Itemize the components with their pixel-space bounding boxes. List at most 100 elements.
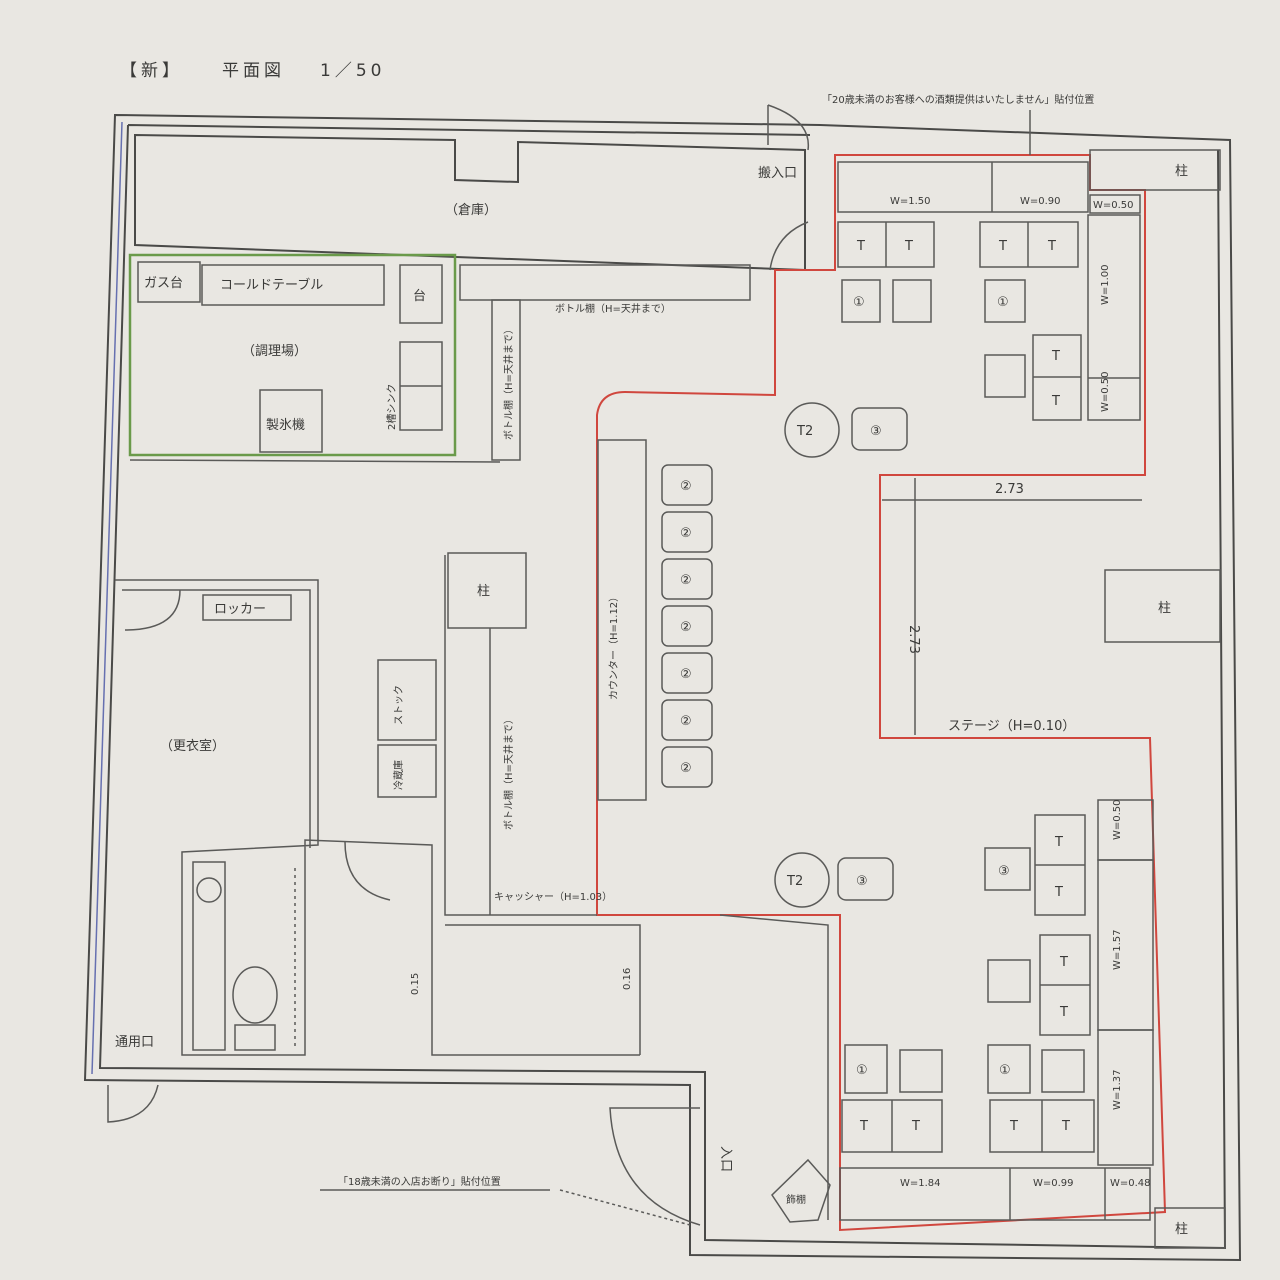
seats-table: T [1051,394,1060,409]
locker-label: ロッカー [214,602,266,617]
pillar [447,552,527,629]
bottle-shelf-side-label: ボトル棚（H=天井まで） [502,324,515,440]
stool[interactable]: ② [661,558,713,600]
dimensions-top-sofa-1: W=1.50 [890,196,931,207]
washbasin [196,877,222,903]
bottle-shelf-top-label: ボトル棚（H=天井まで） [555,302,671,315]
seats-table: T [904,239,913,254]
round-table-lower[interactable]: T2 ③ [774,852,894,908]
delivery-label: 搬入口 [758,166,797,181]
stand-label: 台 [413,289,426,304]
dimensions-lower-sofa-1: W=0.50 [1112,799,1123,840]
stool[interactable]: ② [661,511,713,553]
service-door[interactable] [107,1084,159,1123]
bottle-shelf-lower-label: ボトル棚（H=天井まで） [502,714,515,830]
stock-label: ストック [393,685,405,725]
entrance-door[interactable] [609,1107,701,1226]
display-shelf-label: 飾棚 [786,1193,806,1206]
dimensions-right-sofa-2: W=0.50 [1100,371,1111,412]
storage-label: （倉庫） [445,203,497,218]
seats-s2: ② [680,479,692,494]
pillar-label: 柱 [1175,1222,1188,1237]
pillar-label: 柱 [1175,164,1188,179]
title-mark: 【新】 [120,61,183,81]
stool[interactable]: ② [661,464,713,506]
seats-table: T [1047,239,1056,254]
dimensions-right-sofa-1: W=1.00 [1100,264,1111,305]
seats-s3: ③ [998,864,1010,879]
seats-table: T [1059,955,1068,970]
cashier-label: キャッシャー（H=1.03） [494,891,612,903]
seats-table: T [1051,349,1060,364]
seats-table: T [911,1119,920,1134]
seats-table: T [1054,835,1063,850]
note-bottom: 「18歳未満の入店お断り」貼付位置 [338,1175,501,1188]
seats-table: T [856,239,865,254]
dimensions-wall-2: 0.16 [622,968,633,990]
customer-area-outline [596,154,1167,1232]
display-shelf [771,1158,831,1223]
stool[interactable]: ② [661,605,713,647]
seats-table: T [1009,1119,1018,1134]
locker-room: ロッカー （更衣室） 0.15 0.16 [115,579,640,1056]
seats-table: T [1054,885,1063,900]
dimensions-lower-sofa-2: W=1.57 [1112,929,1123,970]
stool[interactable]: ② [661,652,713,694]
stage-height: 2.73 [906,625,921,654]
pillar-label: 柱 [477,584,490,599]
seats-s2: ② [680,667,692,682]
seats-s3: ③ [870,424,882,439]
washroom-counter [192,861,226,1051]
seats-s1: ① [853,295,865,310]
stool[interactable]: ② [661,746,713,788]
seats-s2: ② [680,573,692,588]
pillar-label: 柱 [1158,601,1171,616]
toilet-tank [234,1024,276,1051]
bottle-shelf-top [459,264,751,301]
outer-walls [83,113,1242,1262]
pillar [1104,569,1221,643]
locker-room-label: （更衣室） [160,738,225,754]
back-bar [444,555,641,1055]
storage-room: （倉庫） [134,133,806,272]
kitchen: ガス台 コールドテーブル 台 （調理場） 2槽シンク 製氷機 [128,253,457,457]
stage: 2.73 2.73 ステージ（H=0.10） [882,478,1142,735]
counter-label: カウンター（H=1.12） [608,592,620,700]
inner-door[interactable] [769,221,809,271]
dimensions-top-sofa-3: W=0.50 [1093,200,1134,211]
stage-label: ステージ（H=0.10） [948,719,1075,734]
seats-table: T [1061,1119,1070,1134]
kitchen-label: （調理場） [242,344,307,359]
round-table-upper[interactable]: T2 ③ [784,402,908,458]
fridge [377,744,437,798]
cold-table-label: コールドテーブル [220,277,323,293]
lower-booths: W=0.50 W=1.57 W=1.37 W=1.84 W=0.99 W=0.4… [839,799,1154,1221]
seats-s2: ② [680,620,692,635]
seats-table: T [998,239,1007,254]
seats-table: T [859,1119,868,1134]
dimensions-wall-1: 0.15 [410,973,421,995]
stool[interactable]: ② [661,699,713,741]
stock-shelf [377,659,437,741]
stage-width: 2.73 [995,482,1024,497]
note-top: 「20歳未満のお客様への酒類提供はいたしません」貼付位置 [822,93,1094,106]
pillar [1154,1207,1226,1249]
ice-maker-label: 製氷機 [266,418,305,433]
sink-label: 2槽シンク [385,384,398,430]
seats-s1: ① [997,295,1009,310]
seats-table: T [1059,1005,1068,1020]
dimensions-bottom-sofa-1: W=1.84 [900,1178,941,1189]
title-scale: 1／50 [320,61,385,81]
bar-counter [597,439,647,801]
entrance-wall [719,914,829,1220]
fridge-label: 冷蔵庫 [392,760,405,790]
delivery-door[interactable] [767,104,810,151]
entrance-label: 入口 [718,1146,733,1172]
seats-s1: ① [999,1063,1011,1078]
seats-s2: ② [680,714,692,729]
dimensions-bottom-sofa-2: W=0.99 [1033,1178,1074,1189]
